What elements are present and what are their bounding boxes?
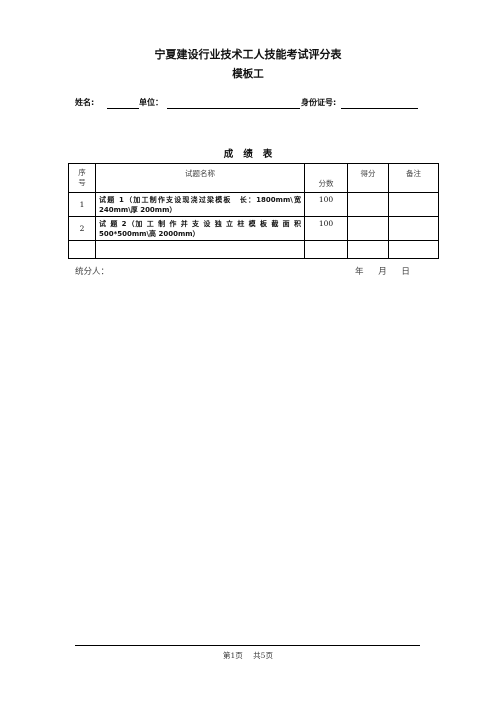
table-header-row: 序号 试题名称 分数 得分 备注 xyxy=(68,163,439,193)
unit-line xyxy=(167,108,300,109)
header-seq: 序号 xyxy=(68,163,96,193)
name-line xyxy=(107,108,139,109)
row-score: 100 xyxy=(304,192,348,217)
table-row: 1 试题 1（加工制作支设现浇过梁模板 长：1800mm\宽240mm\厚 20… xyxy=(68,192,439,217)
row-note[interactable] xyxy=(388,192,439,217)
table-row: 2 试 题 2（加 工 制 作 并 支 设 独 立 柱 模 板 截 面 积500… xyxy=(68,216,439,241)
tally-person-label: 统分人： xyxy=(75,267,110,277)
header-got: 得分 xyxy=(347,163,389,193)
row-got[interactable] xyxy=(347,192,389,217)
row-seq: 2 xyxy=(68,216,96,241)
header-note: 备注 xyxy=(388,163,439,193)
date-label: 年 月 日 xyxy=(355,267,410,277)
empty-cell xyxy=(347,240,389,259)
header-score: 分数 xyxy=(304,163,348,193)
empty-cell xyxy=(388,240,439,259)
row-name: 试题 1（加工制作支设现浇过梁模板 长：1800mm\宽240mm\厚 200m… xyxy=(95,192,305,217)
row-score: 100 xyxy=(304,216,348,241)
row-seq: 1 xyxy=(68,192,96,217)
id-label: 身份证号: xyxy=(301,98,337,107)
name-label: 姓名: xyxy=(75,98,95,107)
score-table-title: 成绩表 xyxy=(223,149,283,160)
page-number: 第1页 共5页 xyxy=(223,651,273,660)
document-title: 宁夏建设行业技术工人技能考试评分表 xyxy=(154,48,342,61)
row-note[interactable] xyxy=(388,216,439,241)
candidate-info: 姓名: 单位： 身份证号: xyxy=(75,97,425,111)
empty-cell xyxy=(95,240,305,259)
table-empty-row xyxy=(68,240,439,259)
empty-cell xyxy=(304,240,348,259)
empty-cell xyxy=(68,240,96,259)
document-subtitle: 模板工 xyxy=(232,68,264,80)
header-name: 试题名称 xyxy=(95,163,305,193)
unit-label: 单位： xyxy=(139,98,163,107)
row-name: 试 题 2（加 工 制 作 并 支 设 独 立 柱 模 板 截 面 积500*5… xyxy=(95,216,305,241)
row-got[interactable] xyxy=(347,216,389,241)
footer-divider xyxy=(75,645,420,646)
score-table: 序号 试题名称 分数 得分 备注 1 试题 1（加工制作支设现浇过梁模板 长：1… xyxy=(68,163,439,259)
id-line xyxy=(341,108,418,109)
